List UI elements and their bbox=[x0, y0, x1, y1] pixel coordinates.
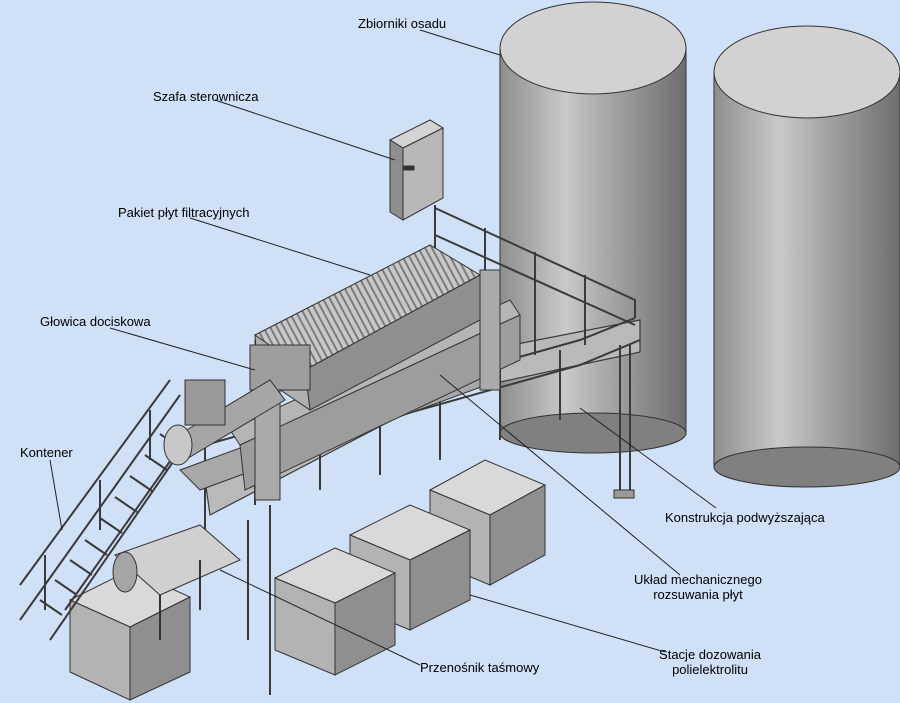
leader-kontener bbox=[49, 459, 63, 531]
label-filter-plate-pack: Pakiet płyt filtracyjnych bbox=[118, 205, 250, 220]
label-sludge-tanks: Zbiorniki osadu bbox=[358, 16, 447, 31]
label-dosing-line1: Stacje dozowania bbox=[659, 647, 761, 662]
pressing-head bbox=[163, 344, 311, 466]
label-pressing-head: Głowica dociskowa bbox=[40, 314, 151, 329]
label-control-cabinet: Szafa sterownicza bbox=[153, 89, 259, 104]
leader-uklad bbox=[439, 374, 681, 576]
leader-przenosnik bbox=[219, 569, 421, 666]
belt-conveyor bbox=[112, 524, 241, 640]
access-stairs bbox=[19, 379, 196, 641]
leader-glowica bbox=[109, 327, 256, 371]
label-elevated-structure: Konstrukcja podwyższająca bbox=[665, 510, 825, 525]
dosing-stations bbox=[273, 459, 547, 676]
leader-konstrukcja bbox=[579, 407, 717, 509]
leader-stacje bbox=[469, 594, 666, 653]
label-dosing-stations: Stacje dozowania polielektrolitu bbox=[635, 647, 785, 677]
sludge-tank-1 bbox=[499, 1, 687, 454]
control-cabinet bbox=[388, 119, 445, 221]
label-dosing-line2: polielektrolitu bbox=[672, 662, 748, 677]
label-plate-shifting-line2: rozsuwania płyt bbox=[653, 587, 743, 602]
leader-szafa bbox=[214, 99, 396, 161]
leader-pakiet bbox=[189, 217, 371, 276]
leader-zbiorniki bbox=[419, 29, 501, 56]
label-belt-conveyor: Przenośnik taśmowy bbox=[420, 660, 540, 675]
label-plate-shifting-line1: Układ mechanicznego bbox=[634, 572, 762, 587]
label-container: Kontener bbox=[20, 445, 73, 460]
sludge-tank-2 bbox=[713, 25, 900, 488]
label-plate-shifting-system: Układ mechanicznego rozsuwania płyt bbox=[618, 572, 778, 602]
dosing-box-3 bbox=[273, 547, 397, 676]
leader-lines bbox=[49, 29, 717, 666]
sludge-tanks bbox=[499, 1, 900, 488]
